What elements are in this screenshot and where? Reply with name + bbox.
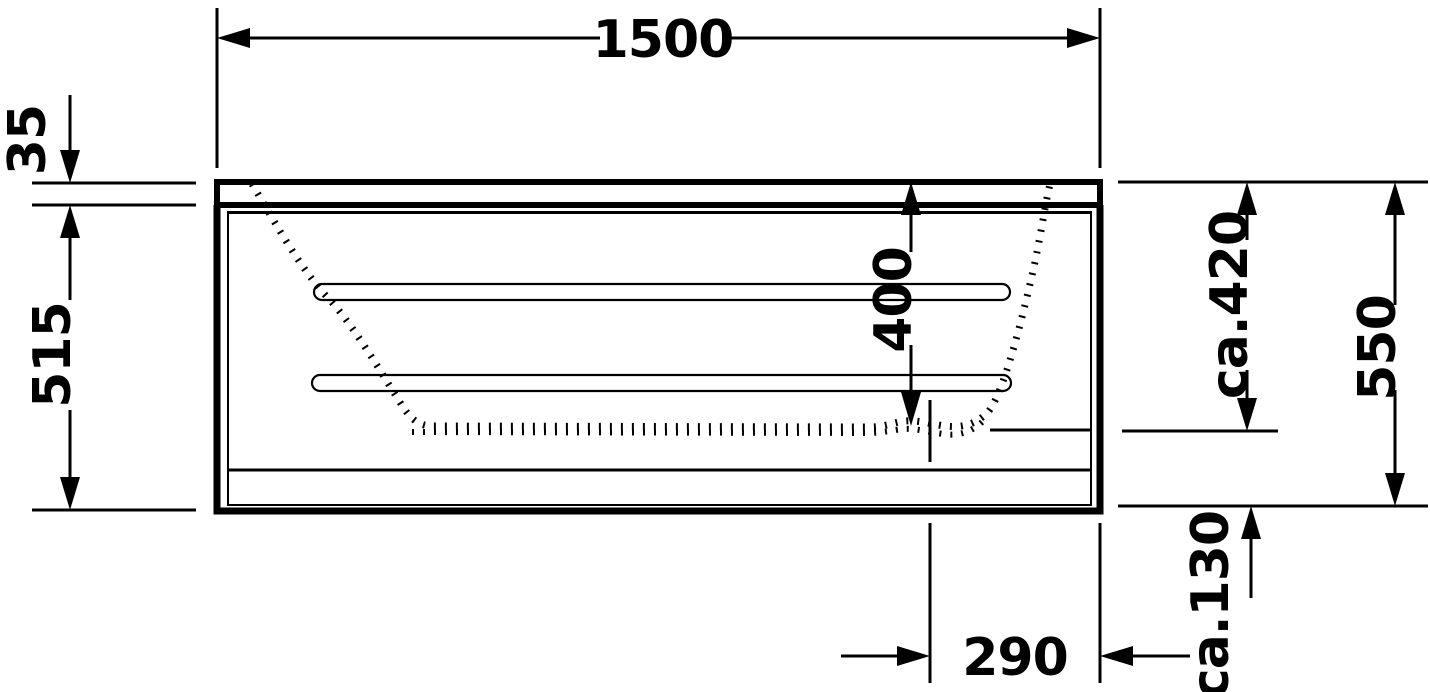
dimension-depth-400: 400 bbox=[864, 182, 924, 426]
bathtub-body bbox=[213, 179, 1104, 515]
dimension-label-ca130: ca.130 bbox=[1181, 511, 1241, 692]
dimension-drain-290: 290 bbox=[841, 400, 1190, 688]
arrowhead-35-down bbox=[60, 150, 80, 183]
dimension-length-1500: 1500 bbox=[215, 8, 1102, 168]
arrowhead-515-down bbox=[60, 477, 80, 510]
arrowhead-right bbox=[1067, 28, 1100, 48]
arrowhead-ca420-up bbox=[1237, 182, 1257, 215]
arrowhead-290-right bbox=[897, 646, 930, 666]
dimension-label-ca420: ca.420 bbox=[1200, 211, 1260, 399]
arrowhead-ca130-up bbox=[1241, 506, 1261, 539]
dimension-base-ca130: ca.130 bbox=[1181, 506, 1261, 692]
dimension-height-550: 550 bbox=[1118, 182, 1428, 508]
dimension-label-400: 400 bbox=[864, 247, 924, 353]
arrowhead-550-down bbox=[1385, 473, 1405, 506]
arrowhead-ca420-down bbox=[1237, 398, 1257, 431]
dimension-height-515: 515 bbox=[23, 205, 196, 512]
tub-body-outline bbox=[213, 205, 1104, 515]
dimension-label-550: 550 bbox=[1348, 295, 1408, 401]
dimension-depth-ca420: ca.420 bbox=[1118, 180, 1428, 433]
tub-floor-underside-hidden bbox=[411, 419, 985, 438]
dimension-label-290: 290 bbox=[962, 628, 1068, 688]
dimension-label-35: 35 bbox=[0, 105, 58, 175]
dimension-label-515: 515 bbox=[23, 302, 83, 408]
arrowhead-515-up bbox=[60, 205, 80, 238]
tub-rim-flange bbox=[214, 179, 1103, 208]
arrowhead-550-up bbox=[1385, 182, 1405, 215]
arrowhead-290-left bbox=[1100, 646, 1133, 666]
arrowhead-400-up bbox=[901, 182, 921, 215]
dimension-label-1500: 1500 bbox=[593, 10, 734, 70]
dimension-rim-35: 35 bbox=[0, 95, 196, 207]
arrowhead-left bbox=[217, 28, 250, 48]
arrowhead-400-down bbox=[901, 392, 921, 426]
